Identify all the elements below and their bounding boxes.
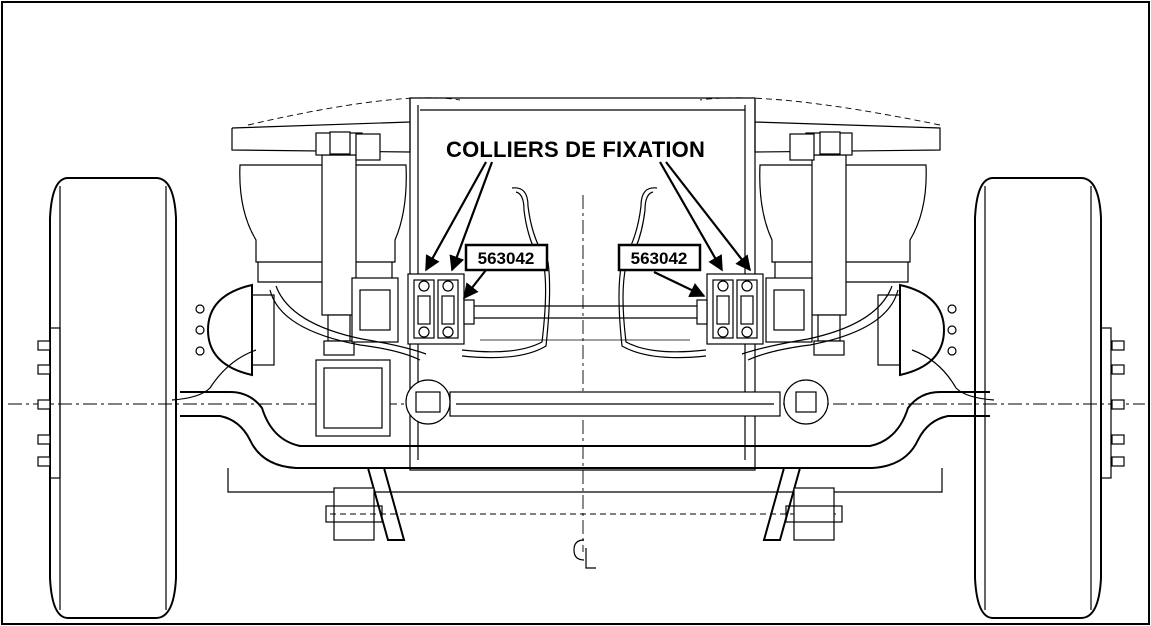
transverse-rods — [449, 305, 781, 417]
right-brake-chamber — [877, 284, 957, 376]
left-bracket — [351, 277, 399, 343]
left-tire — [37, 177, 177, 619]
part-arrow-left — [463, 269, 487, 300]
right-shock-absorber — [789, 131, 853, 356]
clamps-arrow-right-2 — [665, 161, 751, 272]
left-lower-plate — [315, 359, 391, 437]
clamps-arrow-left-1 — [425, 161, 487, 272]
right-lower-hanger — [762, 467, 843, 541]
air-hoses — [171, 187, 995, 401]
part-number-left: 563042 — [478, 249, 535, 268]
left-knuckle — [405, 379, 451, 425]
clamps-callout-label: COLLIERS DE FIXATION — [446, 137, 705, 162]
part-number-right: 563042 — [631, 249, 688, 268]
centerline-symbol: CL — [572, 539, 596, 569]
left-clamp-assembly — [407, 273, 475, 345]
left-shock-absorber — [315, 131, 381, 356]
centerline-label: CL — [572, 559, 574, 561]
clamps-arrow-left-2 — [449, 161, 494, 272]
left-lower-hanger — [325, 467, 840, 541]
right-tire — [974, 177, 1125, 619]
right-clamp-assembly — [696, 273, 764, 345]
axle-beam — [180, 391, 990, 493]
part-number-box-left: 563042 — [464, 243, 549, 272]
right-knuckle — [783, 379, 829, 425]
part-number-box-right: 563042 — [617, 243, 702, 272]
right-bracket — [765, 277, 813, 343]
clamps-arrow-right-1 — [659, 161, 723, 272]
part-arrow-right — [653, 271, 706, 297]
